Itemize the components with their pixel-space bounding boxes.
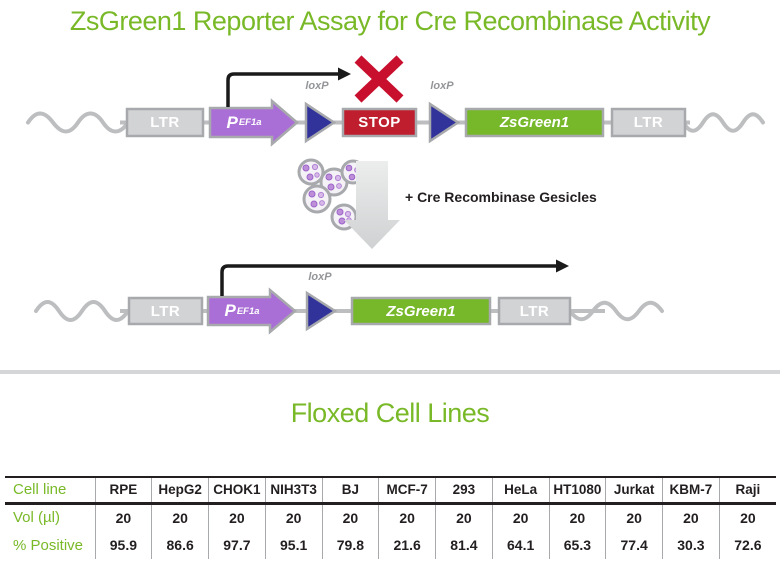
table-row-positive: % Positive 95.9 86.6 97.7 95.1 79.8 21.6…: [5, 531, 776, 559]
positive-cell: 81.4: [435, 531, 493, 559]
column-header: Raji: [718, 476, 776, 505]
transcription-arrow-blocked: [226, 72, 338, 107]
row-header-positive: % Positive: [13, 536, 84, 554]
column-header: HepG2: [151, 476, 209, 505]
table-header-row: Cell line RPE HepG2 CHOK1 NIH3T3 BJ MCF-…: [5, 476, 776, 505]
vol-cell: 20: [491, 503, 549, 531]
vol-cell: 20: [435, 503, 493, 531]
zsgreen-box: [350, 296, 492, 326]
loxp-triangle: [305, 290, 338, 332]
treatment-label: + Cre Recombinase Gesicles: [405, 189, 597, 205]
vol-cell: 20: [662, 503, 720, 531]
row-header-cell-line: Cell line: [5, 476, 95, 505]
positive-cell: 64.1: [491, 531, 549, 559]
column-header: NIH3T3: [264, 476, 322, 505]
loxp-triangle: [428, 101, 461, 144]
column-header: BJ: [321, 476, 379, 505]
positive-cell: 79.8: [321, 531, 379, 559]
column-header: HeLa: [491, 476, 549, 505]
positive-cell: 95.1: [264, 531, 322, 559]
red-x-icon: [354, 55, 404, 103]
column-header: HT1080: [548, 476, 606, 505]
vol-cell: 20: [264, 503, 322, 531]
cell-lines-table: Cell line RPE HepG2 CHOK1 NIH3T3 BJ MCF-…: [5, 476, 776, 559]
positive-cell: 21.6: [378, 531, 436, 559]
loxp-label: loxP: [305, 80, 329, 92]
loxp-triangle: [304, 101, 337, 144]
ltr-box: [610, 107, 687, 138]
column-header: MCF-7: [378, 476, 436, 505]
dna-wavy-line: [681, 112, 765, 133]
dna-wavy-line: [568, 300, 664, 322]
promoter-arrow: [206, 287, 297, 335]
column-header: CHOK1: [208, 476, 266, 505]
promoter-arrow: [208, 98, 299, 147]
down-arrow-icon: [344, 161, 400, 249]
dna-wavy-line: [34, 300, 130, 322]
transcription-arrow-active: [220, 264, 556, 296]
positive-cell: 30.3: [662, 531, 720, 559]
recombined-construct-shapes: [34, 259, 664, 335]
column-header: RPE: [94, 476, 152, 505]
section-divider: [0, 370, 780, 374]
gesicles-icon: [297, 158, 366, 231]
positive-cell: 77.4: [605, 531, 663, 559]
vol-cell: 20: [94, 503, 152, 531]
positive-cell: 72.6: [718, 531, 776, 559]
dna-wavy-line: [26, 111, 130, 134]
ltr-label: LTR: [519, 302, 550, 320]
zsgreen-box: [464, 107, 605, 138]
positive-cell: 97.7: [208, 531, 266, 559]
vol-cell: 20: [151, 503, 209, 531]
stop-label: STOP: [358, 114, 401, 131]
vol-cell: 20: [548, 503, 606, 531]
vol-cell: 20: [378, 503, 436, 531]
vol-cell: 20: [208, 503, 266, 531]
column-header: KBM-7: [662, 476, 720, 505]
ltr-box: [125, 107, 205, 138]
section-heading: Floxed Cell Lines: [290, 398, 490, 428]
construct-diagram: [26, 55, 765, 335]
table-row-volume: Vol (µl) 20 20 20 20 20 20 20 20 20 20 2…: [5, 503, 776, 531]
ltr-box: [127, 296, 204, 326]
vol-cell: 20: [718, 503, 776, 531]
floxed-construct-shapes: [26, 55, 765, 147]
zsgreen-label: ZsGreen1: [386, 302, 456, 320]
ltr-label: LTR: [150, 302, 181, 320]
positive-cell: 86.6: [151, 531, 209, 559]
loxp-label: loxP: [430, 80, 454, 92]
zsgreen-label: ZsGreen1: [499, 114, 570, 131]
ltr-box: [497, 296, 572, 326]
ltr-label: LTR: [633, 114, 664, 131]
positive-cell: 95.9: [94, 531, 152, 559]
positive-cell: 65.3: [548, 531, 606, 559]
page-title: ZsGreen1 Reporter Assay for Cre Recombin…: [69, 6, 711, 36]
column-header: 293: [435, 476, 493, 505]
loxp-label: loxP: [308, 271, 332, 283]
vol-cell: 20: [605, 503, 663, 531]
stop-box: [341, 107, 418, 138]
ltr-label: LTR: [150, 114, 180, 131]
column-header: Jurkat: [605, 476, 663, 505]
vol-cell: 20: [321, 503, 379, 531]
row-header-vol: Vol (µl): [13, 509, 60, 527]
